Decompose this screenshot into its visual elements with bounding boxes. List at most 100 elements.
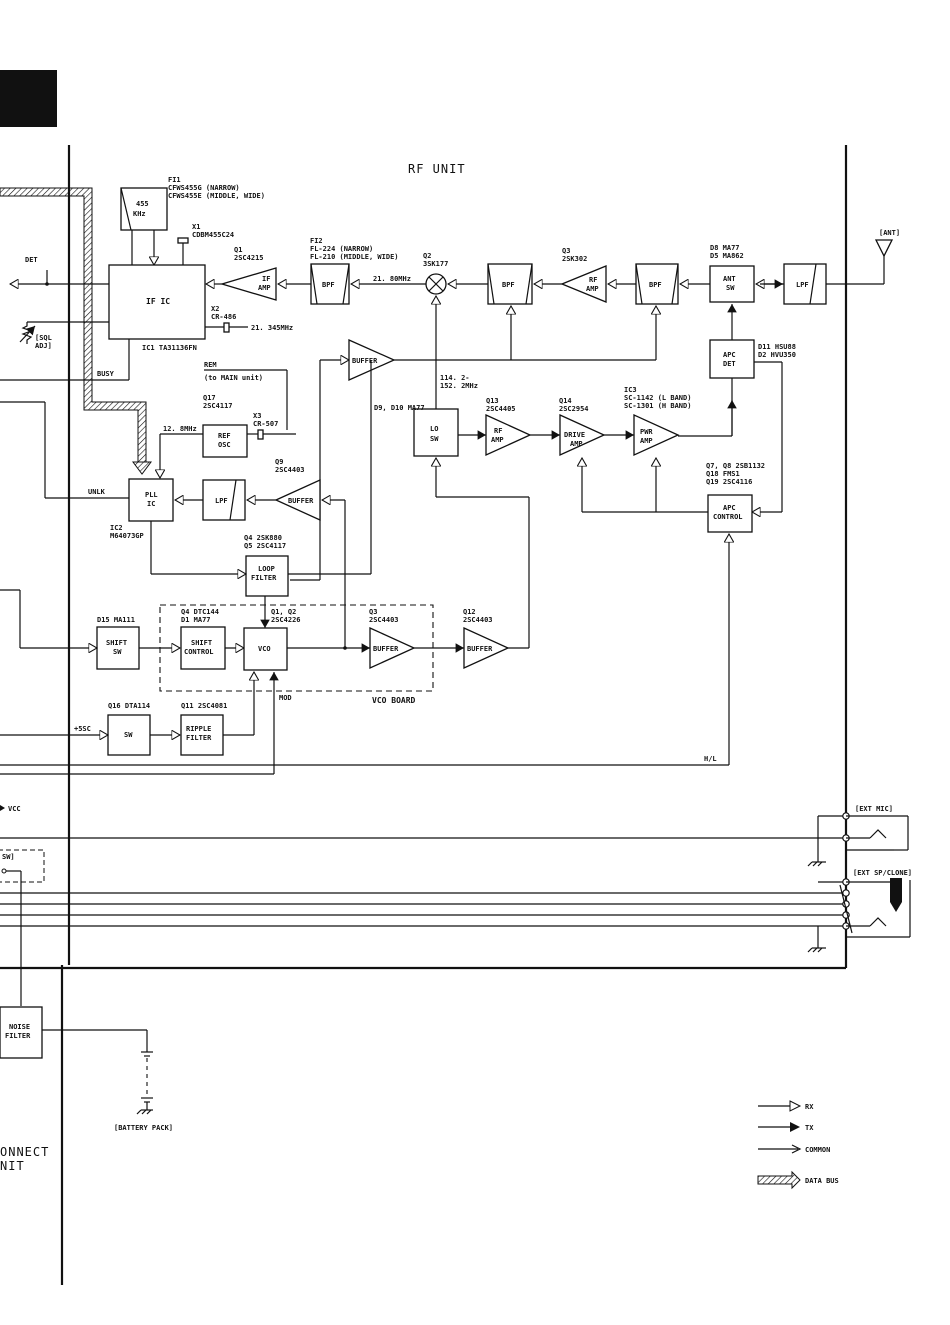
if-amp-label-1: IF — [262, 275, 270, 283]
q3-vco-ref: Q3 — [369, 608, 377, 616]
q19-label: Q19 2SC4116 — [706, 478, 752, 486]
freq-2180: 21. 80MHz — [373, 275, 411, 283]
ic3-lband: SC-1142 (L BAND) — [624, 394, 691, 402]
q12-ref: Q12 — [463, 608, 476, 616]
battery-pack-label: [BATTERY PACK] — [114, 1124, 173, 1132]
apc-det-label-2: DET — [723, 360, 736, 368]
pll-ic-label-1: PLL — [145, 491, 158, 499]
q1-vco-part: 2SC4226 — [271, 616, 301, 624]
ic3-ref: IC3 — [624, 386, 637, 394]
q1-part: 2SC4215 — [234, 254, 264, 262]
q3-ref: Q3 — [562, 247, 570, 255]
ceramic-filter-455 — [120, 187, 168, 231]
fi2-ref: FI2 — [310, 237, 323, 245]
sp-plug-icon — [890, 878, 902, 912]
bpf-3-label: BPF — [649, 281, 662, 289]
fi2-wide: FL-210 (MIDDLE, WIDE) — [310, 253, 399, 261]
crystal-x3 — [257, 429, 264, 440]
q2-part: 3SK177 — [423, 260, 448, 268]
ref-osc-label-1: REF — [218, 432, 231, 440]
buffer-upper-label: BUFFER — [352, 357, 378, 365]
vco-board-label: VCO BOARD — [372, 696, 416, 705]
buffer-q9-label: BUFFER — [288, 497, 314, 505]
fi1-wide: CFWS455E (MIDDLE, WIDE) — [168, 192, 265, 200]
apc-control-block — [707, 494, 753, 533]
if-ic-label: IF IC — [146, 297, 170, 306]
d1-shift-label: D1 MA77 — [181, 616, 211, 624]
if-amp-label-2: AMP — [258, 284, 271, 292]
legend-rx-label: RX — [805, 1103, 814, 1111]
x3-part: CR-507 — [253, 420, 278, 428]
pwr-amp-block — [633, 413, 680, 457]
shift-sw-label-2: SW — [113, 648, 122, 656]
lo-sw-block — [413, 408, 459, 457]
rf-amp-q3-block — [560, 265, 607, 303]
x2-part: CR-486 — [211, 313, 236, 321]
connect-unit-label-1: ONNECT — [0, 1145, 49, 1159]
lpf-ant-label: LPF — [796, 281, 809, 289]
filter-455-label-2: KHz — [133, 210, 146, 218]
bpf-fi2 — [310, 263, 350, 305]
q9-part: 2SC4403 — [275, 466, 305, 474]
if-amp-block — [219, 267, 277, 301]
x1-part: CDBM455C24 — [192, 231, 234, 239]
shift-sw-label-1: SHIFT — [106, 639, 127, 647]
rf-amp-q13-label-1: RF — [494, 427, 502, 435]
ext-sp-label: [EXT SP/CLONE] — [853, 869, 912, 877]
ant-sw-block — [709, 265, 755, 303]
q12-part: 2SC4403 — [463, 616, 493, 624]
rem-dest: (to MAIN unit) — [204, 374, 263, 382]
q17-part: 2SC4117 — [203, 402, 233, 410]
hl-label: H/L — [704, 755, 717, 763]
corner-tab — [0, 70, 57, 127]
buffer-q12-label: BUFFER — [467, 645, 493, 653]
q9-ref: Q9 — [275, 458, 283, 466]
rf-amp-q13-block — [485, 413, 532, 457]
legend-databus-arrow-icon — [757, 1170, 801, 1190]
det-label: DET — [25, 256, 38, 264]
ic3-hband: SC-1301 (H BAND) — [624, 402, 691, 410]
crystal-x2 — [223, 322, 230, 333]
q7-label: Q7, Q8 2SB1132 — [706, 462, 765, 470]
q2-ref: Q2 — [423, 252, 431, 260]
unit-title: RF UNIT — [408, 162, 466, 176]
loop-filter-label-1: LOOP — [258, 565, 275, 573]
q4-loop-label: Q4 2SK880 — [244, 534, 282, 542]
ic2-ref: IC2 — [110, 524, 123, 532]
d8-label: D8 MA77 — [710, 244, 740, 252]
pll-ic-block — [128, 478, 174, 522]
sw-q16-label: SW — [124, 731, 133, 739]
shift-sw-block — [96, 626, 140, 670]
legend-common-label: COMMON — [805, 1146, 830, 1154]
legend-databus-label: DATA BUS — [805, 1177, 839, 1185]
q18-label: Q18 FMS1 — [706, 470, 740, 478]
apc-det-label-1: APC — [723, 351, 736, 359]
d11-label: D11 HSU88 — [758, 343, 796, 351]
pwr-amp-label-2: AMP — [640, 437, 653, 445]
fi2-narrow: FL-224 (NARROW) — [310, 245, 373, 253]
antenna-icon — [874, 239, 894, 258]
noise-filter-label-1: NOISE — [9, 1023, 30, 1031]
freq-128: 12. 8MHz — [163, 425, 197, 433]
loop-filter-block — [245, 555, 289, 597]
ripple-filter-label-1: RIPPLE — [186, 725, 211, 733]
lo-freq-1: 114. 2- — [440, 374, 470, 382]
sql-adj-label-2: ADJ] — [35, 342, 52, 350]
ant-sw-label-2: SW — [726, 284, 735, 292]
if-ic-block — [108, 264, 206, 340]
q1-ref: Q1 — [234, 246, 242, 254]
buffer-q12-block — [463, 626, 510, 670]
bpf-fi2-label: BPF — [322, 281, 335, 289]
lo-freq-2: 152. 2MHz — [440, 382, 478, 390]
q14-part: 2SC2954 — [559, 405, 589, 413]
rf-amp-q3-label-1: RF — [589, 276, 597, 284]
x3-ref: X3 — [253, 412, 261, 420]
lo-sw-label-2: SW — [430, 435, 439, 443]
shift-control-label-1: SHIFT — [191, 639, 212, 647]
pwr-amp-label-1: PWR — [640, 428, 653, 436]
lpf-pll — [202, 479, 246, 521]
ref-osc-block — [202, 424, 248, 458]
buffer-q3-block — [369, 626, 416, 670]
lo-sw-label-1: LO — [430, 425, 438, 433]
